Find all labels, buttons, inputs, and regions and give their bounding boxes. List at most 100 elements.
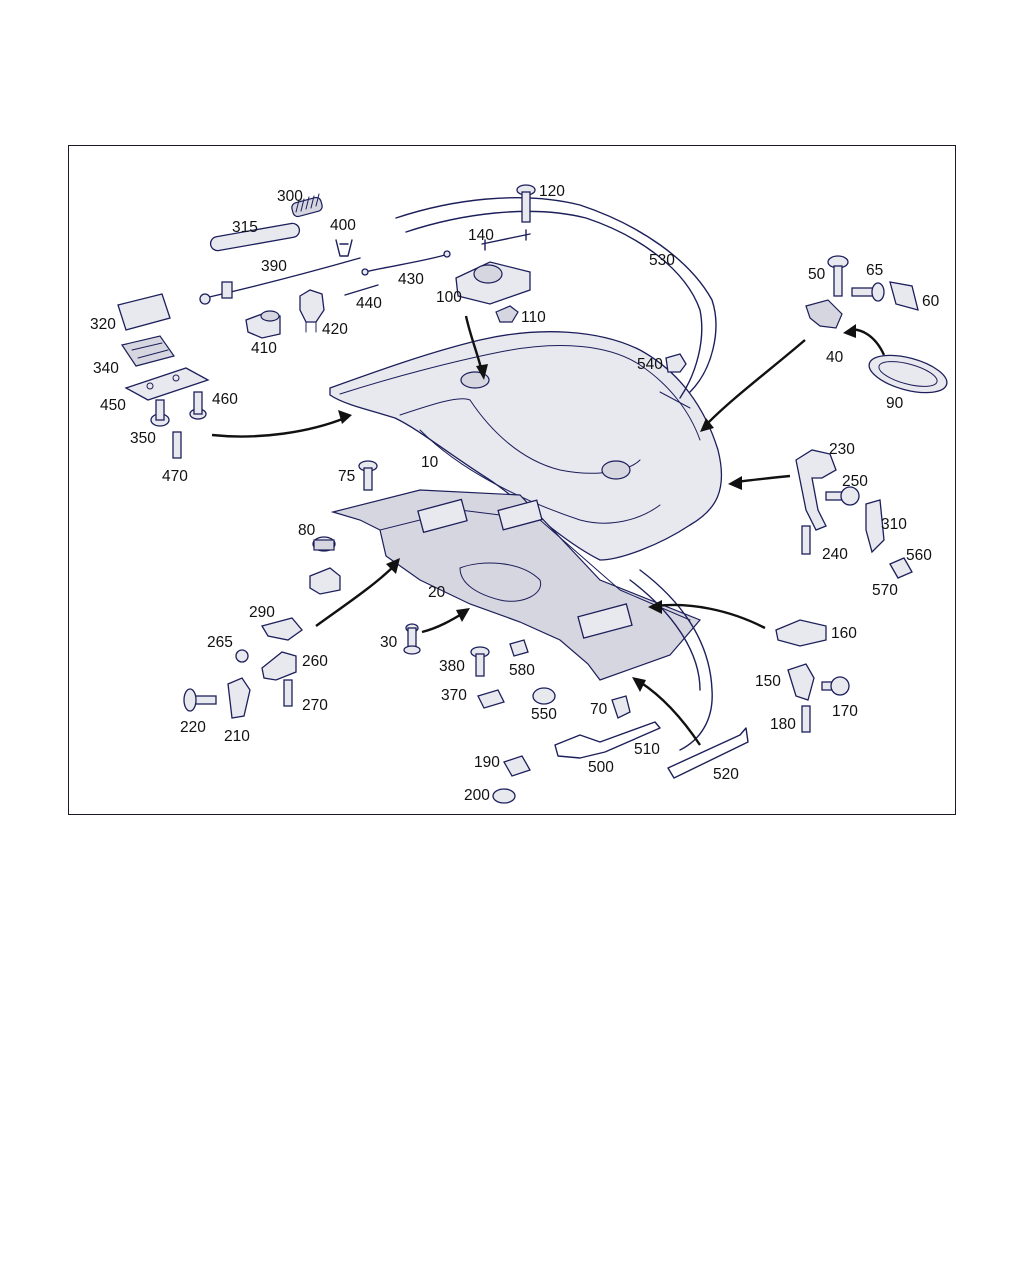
label-50: 50 (808, 266, 826, 283)
label-30: 30 (380, 634, 398, 651)
pad-320 (117, 293, 171, 331)
label-570: 570 (872, 582, 898, 599)
label-210: 210 (224, 728, 250, 745)
label-380: 380 (439, 658, 465, 675)
label-120: 120 (539, 183, 565, 200)
strip-500 (554, 721, 661, 759)
pin-440 (344, 284, 379, 296)
label-240: 240 (822, 546, 848, 563)
label-410: 410 (251, 340, 277, 357)
label-75: 75 (338, 468, 355, 485)
screw-120 (516, 184, 536, 223)
cap-80 (312, 536, 336, 552)
bracket-230 (795, 449, 837, 531)
block-190 (503, 755, 531, 777)
label-270: 270 (302, 697, 328, 714)
label-290: 290 (249, 604, 275, 621)
ring-90 (868, 354, 948, 394)
label-540: 540 (637, 356, 663, 373)
clip-400 (335, 239, 353, 257)
nut-265 (235, 649, 249, 663)
latch-150 (787, 663, 815, 701)
label-260: 260 (302, 653, 328, 670)
diagram-frame (68, 145, 956, 815)
label-10: 10 (421, 454, 439, 471)
label-315: 315 (232, 219, 258, 236)
label-370: 370 (441, 687, 467, 704)
label-390: 390 (261, 258, 287, 275)
label-90: 90 (886, 395, 904, 412)
label-220: 220 (180, 719, 206, 736)
arrows (211, 315, 886, 746)
screw-240 (801, 525, 811, 555)
nut-540 (659, 353, 691, 409)
lock-100 (455, 261, 531, 305)
screw-460 (189, 391, 207, 420)
label-110: 110 (521, 309, 546, 326)
part-number-labels: 10 20 30 40 50 60 65 70 75 80 90 100 110… (90, 183, 940, 804)
label-300: 300 (277, 188, 303, 205)
label-530: 530 (649, 252, 675, 269)
label-440: 440 (356, 295, 382, 312)
label-140: 140 (468, 227, 494, 244)
hinge-40 (805, 299, 843, 329)
label-510: 510 (634, 741, 660, 758)
clip-560 (889, 557, 913, 579)
label-560: 560 (906, 547, 932, 564)
bracket-370 (477, 689, 505, 709)
label-400: 400 (330, 217, 356, 234)
weatherstrip-530 (395, 197, 717, 393)
label-430: 430 (398, 271, 424, 288)
latch-plate-450 (124, 367, 210, 401)
screw-350 (150, 399, 170, 427)
label-550: 550 (531, 706, 557, 723)
label-100: 100 (436, 289, 462, 306)
label-500: 500 (588, 759, 614, 776)
screw-250 (825, 486, 860, 506)
cable-430 (361, 250, 451, 276)
label-450: 450 (100, 397, 126, 414)
screw-50 (827, 255, 849, 297)
label-170: 170 (832, 703, 858, 720)
label-160: 160 (831, 625, 857, 642)
screw-270 (283, 679, 293, 707)
label-580: 580 (509, 662, 535, 679)
clip-60 (889, 281, 919, 311)
label-180: 180 (770, 716, 796, 733)
label-265: 265 (207, 634, 233, 651)
part-310 (865, 499, 885, 554)
latch-plate-340 (121, 335, 175, 367)
screw-65 (851, 282, 885, 302)
label-460: 460 (212, 391, 238, 408)
screw-170 (821, 676, 850, 696)
label-70: 70 (590, 701, 608, 718)
screw-220 (183, 688, 217, 712)
label-40: 40 (826, 349, 844, 366)
label-350: 350 (130, 430, 156, 447)
handle-160 (775, 619, 827, 647)
cable-390 (199, 257, 361, 305)
trunk-lid-shell (329, 331, 723, 561)
trunk-lid-inner-panel (330, 489, 702, 681)
latch-210 (227, 677, 251, 719)
trim-strip-520 (667, 727, 749, 779)
sleeve-315 (209, 222, 301, 252)
label-200: 200 (464, 787, 490, 804)
screw-180 (801, 705, 811, 733)
part-110 (495, 305, 519, 323)
screw-30 (403, 623, 421, 655)
label-190: 190 (474, 754, 500, 771)
label-250: 250 (842, 473, 868, 490)
label-80: 80 (298, 522, 316, 539)
label-470: 470 (162, 468, 188, 485)
screw-380 (470, 646, 490, 677)
label-150: 150 (755, 673, 781, 690)
screw-470 (172, 431, 182, 459)
label-20: 20 (428, 584, 446, 601)
bumper-70 (611, 695, 631, 719)
bracket-140 (481, 229, 531, 251)
label-310: 310 (881, 516, 907, 533)
label-65: 65 (866, 262, 883, 279)
label-320: 320 (90, 316, 116, 333)
